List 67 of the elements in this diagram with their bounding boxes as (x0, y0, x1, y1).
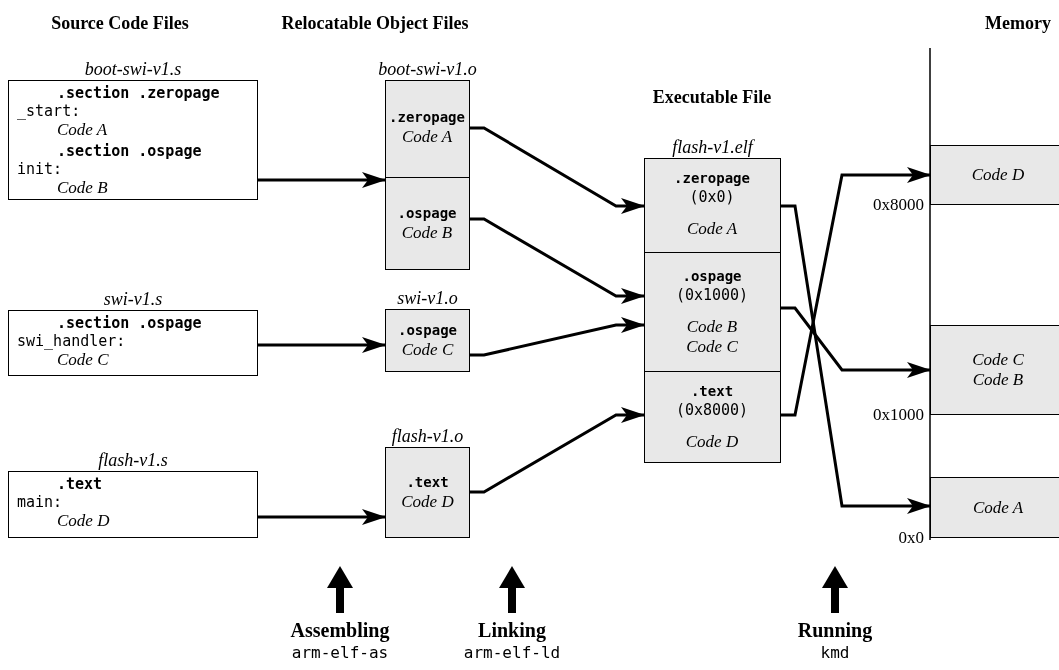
arrow (470, 217, 645, 304)
arrow (470, 407, 645, 494)
section-name: .zeropage (389, 107, 465, 127)
address-label: 0x8000 (873, 195, 924, 215)
code-text: Code B (401, 223, 453, 243)
code-text: Code B (686, 316, 738, 337)
code-text: Code D (56, 511, 110, 531)
section-directive: .text (56, 475, 103, 493)
file-name: swi-v1.s (103, 288, 163, 310)
code-text: Code A (56, 120, 108, 140)
code-text: Code D (685, 432, 739, 452)
file-name: swi-v1.o (397, 287, 458, 309)
column-heading: Executable File (652, 86, 772, 108)
section-address: (0x1000) (675, 285, 749, 305)
address-label: 0x1000 (873, 405, 924, 425)
arrow (258, 509, 386, 525)
stage-name: Running (797, 618, 873, 642)
column-heading: Source Code Files (51, 12, 189, 34)
code-text: Code D (971, 165, 1025, 185)
section-name: .text (406, 473, 449, 492)
code-text: Code C (972, 350, 1024, 370)
code-label: _start: (17, 102, 81, 120)
section-directive: .section .ospage (56, 314, 202, 332)
code-text: Code A (972, 497, 1024, 518)
section-name: .ospage (397, 204, 457, 223)
address-label: 0x0 (898, 528, 924, 548)
section-name: .zeropage (674, 168, 750, 188)
arrow (470, 317, 645, 357)
arrow (258, 337, 386, 353)
section-address: (0x8000) (675, 401, 749, 420)
code-text: Code B (56, 178, 108, 198)
memory-region (930, 477, 1059, 538)
code-text: Code A (401, 126, 453, 147)
code-label: swi_handler: (17, 332, 126, 350)
arrow (258, 172, 386, 188)
code-label: main: (17, 493, 63, 511)
section-directive: .section .ospage (56, 142, 202, 160)
section-name: .text (690, 382, 734, 401)
file-name: flash-v1.elf (672, 136, 753, 158)
code-text: Code C (56, 350, 109, 370)
arrow (470, 126, 645, 214)
section-name: .ospage (398, 321, 457, 340)
code-label: init: (17, 160, 63, 178)
section-name: .ospage (682, 266, 742, 286)
tool-name: kmd (820, 643, 850, 663)
stage-name: Linking (478, 618, 546, 642)
file-name: boot-swi-v1.s (84, 58, 182, 80)
file-name: flash-v1.o (391, 425, 464, 447)
code-text: Code D (401, 492, 454, 512)
memory-region (930, 145, 1059, 205)
code-text: Code A (686, 218, 738, 239)
tool-name: arm-elf-ld (463, 643, 561, 663)
code-text: Code B (972, 370, 1024, 390)
file-name: flash-v1.s (98, 449, 168, 471)
code-text: Code C (401, 340, 454, 360)
arrow (781, 167, 931, 417)
arrow (781, 204, 931, 514)
stage-name: Assembling (290, 618, 390, 642)
section-address: (0x0) (689, 187, 735, 207)
code-text: Code C (686, 336, 738, 357)
tool-name: arm-elf-as (291, 643, 389, 663)
file-name: boot-swi-v1.o (378, 58, 477, 80)
column-heading: Relocatable Object Files (281, 12, 469, 34)
memory-region (930, 325, 1059, 415)
column-heading: Memory (985, 12, 1051, 34)
section-directive: .section .zeropage (56, 84, 220, 102)
arrow (781, 306, 931, 378)
